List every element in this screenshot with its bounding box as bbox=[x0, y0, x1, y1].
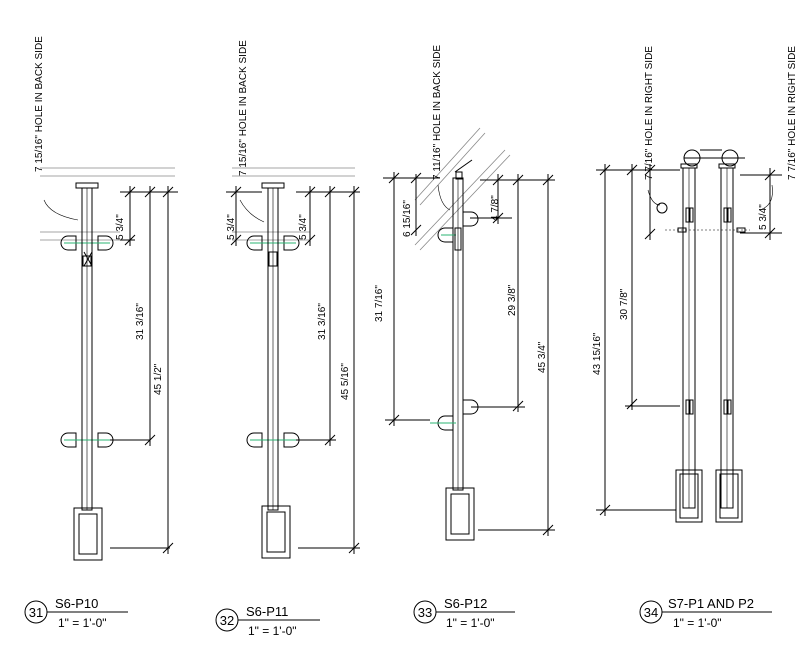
detail-34: 7 7/16" HOLE IN RIGHT SIDE 7 7/16" HOLE … bbox=[592, 46, 798, 630]
clamp bbox=[462, 211, 479, 227]
dimension-label: 30 7/8" bbox=[619, 288, 630, 320]
dimension-label: 31 7/16" bbox=[374, 285, 385, 322]
base-plate bbox=[261, 505, 291, 559]
detail-33: 7 11/16" HOLE IN BACK SIDE 6 15/16" 4 7/… bbox=[374, 45, 555, 630]
dimension-label: 4 7/8" bbox=[490, 195, 501, 221]
dimension-label: 31 3/16" bbox=[317, 303, 328, 340]
hole-note: 7 15/16" HOLE IN BACK SIDE bbox=[34, 36, 45, 172]
base-plate bbox=[675, 469, 703, 523]
clamp bbox=[246, 432, 336, 448]
detail-number: 34 bbox=[644, 605, 658, 620]
detail-31: 7 15/16" HOLE IN BACK SIDE 5 3/4" 31 3/1… bbox=[24, 36, 178, 630]
detail-scale: 1" = 1'-0" bbox=[58, 616, 107, 630]
hole-note: 7 15/16" HOLE IN BACK SIDE bbox=[238, 40, 249, 176]
dimension-label: 5 3/4" bbox=[298, 214, 309, 240]
hole-note: 7 7/16" HOLE IN RIGHT SIDE bbox=[787, 46, 798, 180]
base-plate bbox=[445, 487, 475, 541]
clamp bbox=[430, 415, 456, 431]
clamp bbox=[60, 235, 114, 251]
detail-title: S6-P12 bbox=[444, 596, 487, 611]
clamp bbox=[462, 399, 525, 415]
detail-number: 33 bbox=[418, 605, 432, 620]
clamp bbox=[246, 235, 300, 251]
hole-note: 7 7/16" HOLE IN RIGHT SIDE bbox=[644, 46, 655, 180]
post-cap bbox=[261, 182, 285, 189]
detail-number: 31 bbox=[29, 605, 43, 620]
detail-title: S7-P1 AND P2 bbox=[668, 596, 754, 611]
dimension-label: 5 3/4" bbox=[758, 204, 769, 230]
dimension-label: 43 15/16" bbox=[592, 332, 603, 375]
clamp bbox=[437, 227, 462, 251]
base-plate bbox=[73, 507, 103, 561]
dimension-label: 5 3/4" bbox=[226, 214, 237, 240]
dimension-label: 45 5/16" bbox=[340, 363, 351, 400]
dimension-label: 5 3/4" bbox=[115, 214, 126, 240]
detail-scale: 1" = 1'-0" bbox=[673, 616, 722, 630]
base-plate bbox=[715, 469, 743, 523]
detail-title: S6-P11 bbox=[246, 604, 288, 619]
hole-note: 7 11/16" HOLE IN BACK SIDE bbox=[432, 45, 443, 180]
detail-number: 32 bbox=[220, 613, 234, 628]
dimension-label: 29 3/8" bbox=[507, 284, 518, 316]
dimension-label: 31 3/16" bbox=[135, 303, 146, 340]
clamp bbox=[60, 432, 150, 448]
detail-title: S6-P10 bbox=[55, 596, 98, 611]
dimension-label: 6 15/16" bbox=[402, 200, 413, 237]
dimension-label: 45 3/4" bbox=[537, 341, 548, 373]
detail-32: 7 15/16" HOLE IN BACK SIDE 5 3/4" 5 3/4"… bbox=[215, 40, 360, 638]
post-cap bbox=[75, 182, 99, 189]
dimension-label: 45 1/2" bbox=[153, 363, 164, 395]
detail-scale: 1" = 1'-0" bbox=[248, 624, 297, 638]
detail-scale: 1" = 1'-0" bbox=[446, 616, 495, 630]
post-cap bbox=[455, 171, 463, 180]
